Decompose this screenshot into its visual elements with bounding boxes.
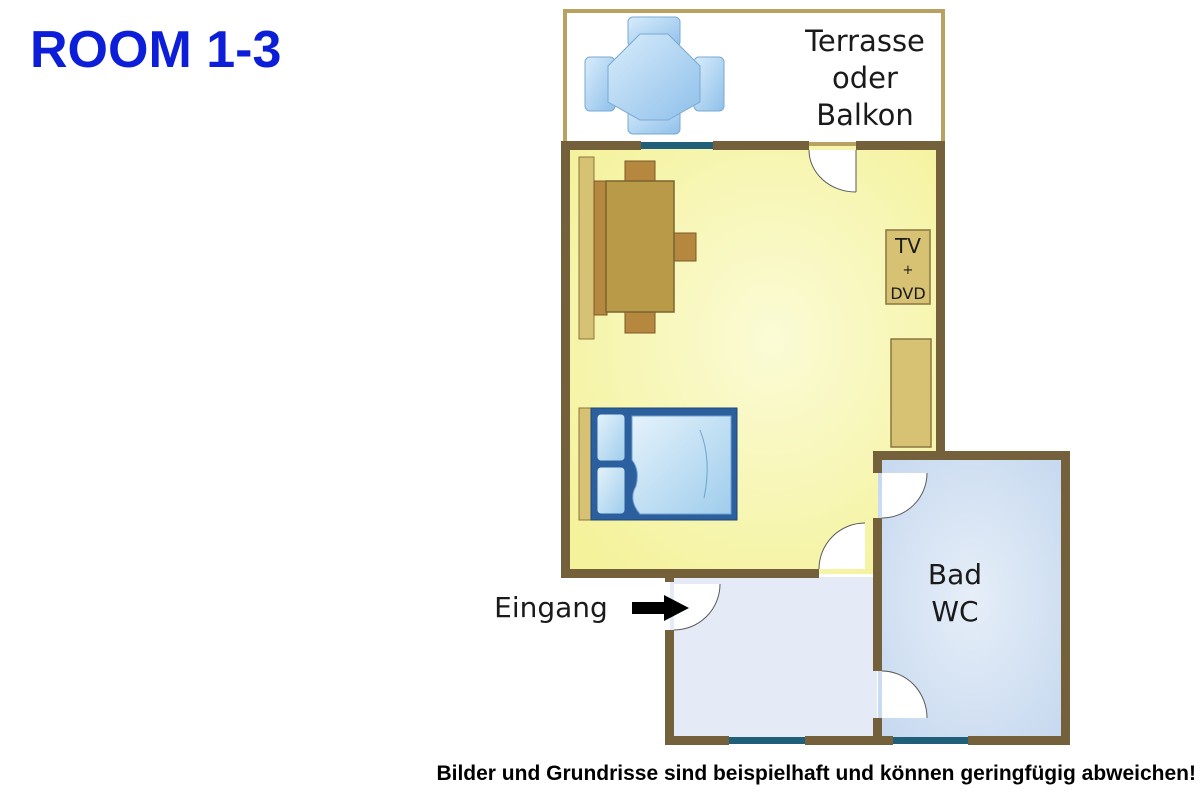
terrace-label-line1: Terrasse <box>804 24 925 58</box>
entrance-door[interactable] <box>673 583 721 631</box>
tv-plus-label: + <box>903 263 914 278</box>
walls <box>561 141 1070 745</box>
outdoor-table-icon <box>584 16 725 135</box>
bathroom-door-upper[interactable] <box>881 472 928 519</box>
bed-icon <box>578 407 738 521</box>
terrace-label-line3: Balkon <box>816 98 914 132</box>
sideboard <box>890 338 932 448</box>
disclaimer-note: Bilder und Grundrisse sind beispielhaft … <box>436 762 1196 785</box>
windows <box>641 142 968 744</box>
terrace-door[interactable] <box>808 149 857 193</box>
bathroom-label-line1: Bad <box>928 558 982 591</box>
bathroom-label-line2: WC <box>931 595 978 628</box>
bathroom-door-lower[interactable] <box>881 670 928 719</box>
tv-label: TV <box>894 234 921 258</box>
tv-unit <box>885 229 931 305</box>
dvd-label: DVD <box>890 284 925 303</box>
living-room-door[interactable] <box>818 522 866 570</box>
page-title: ROOM 1-3 <box>30 21 282 79</box>
terrace-label-line2: oder <box>832 61 898 95</box>
entrance-arrow-icon <box>632 595 689 621</box>
entrance-label: Eingang <box>494 591 608 624</box>
dining-table-icon <box>578 156 697 340</box>
